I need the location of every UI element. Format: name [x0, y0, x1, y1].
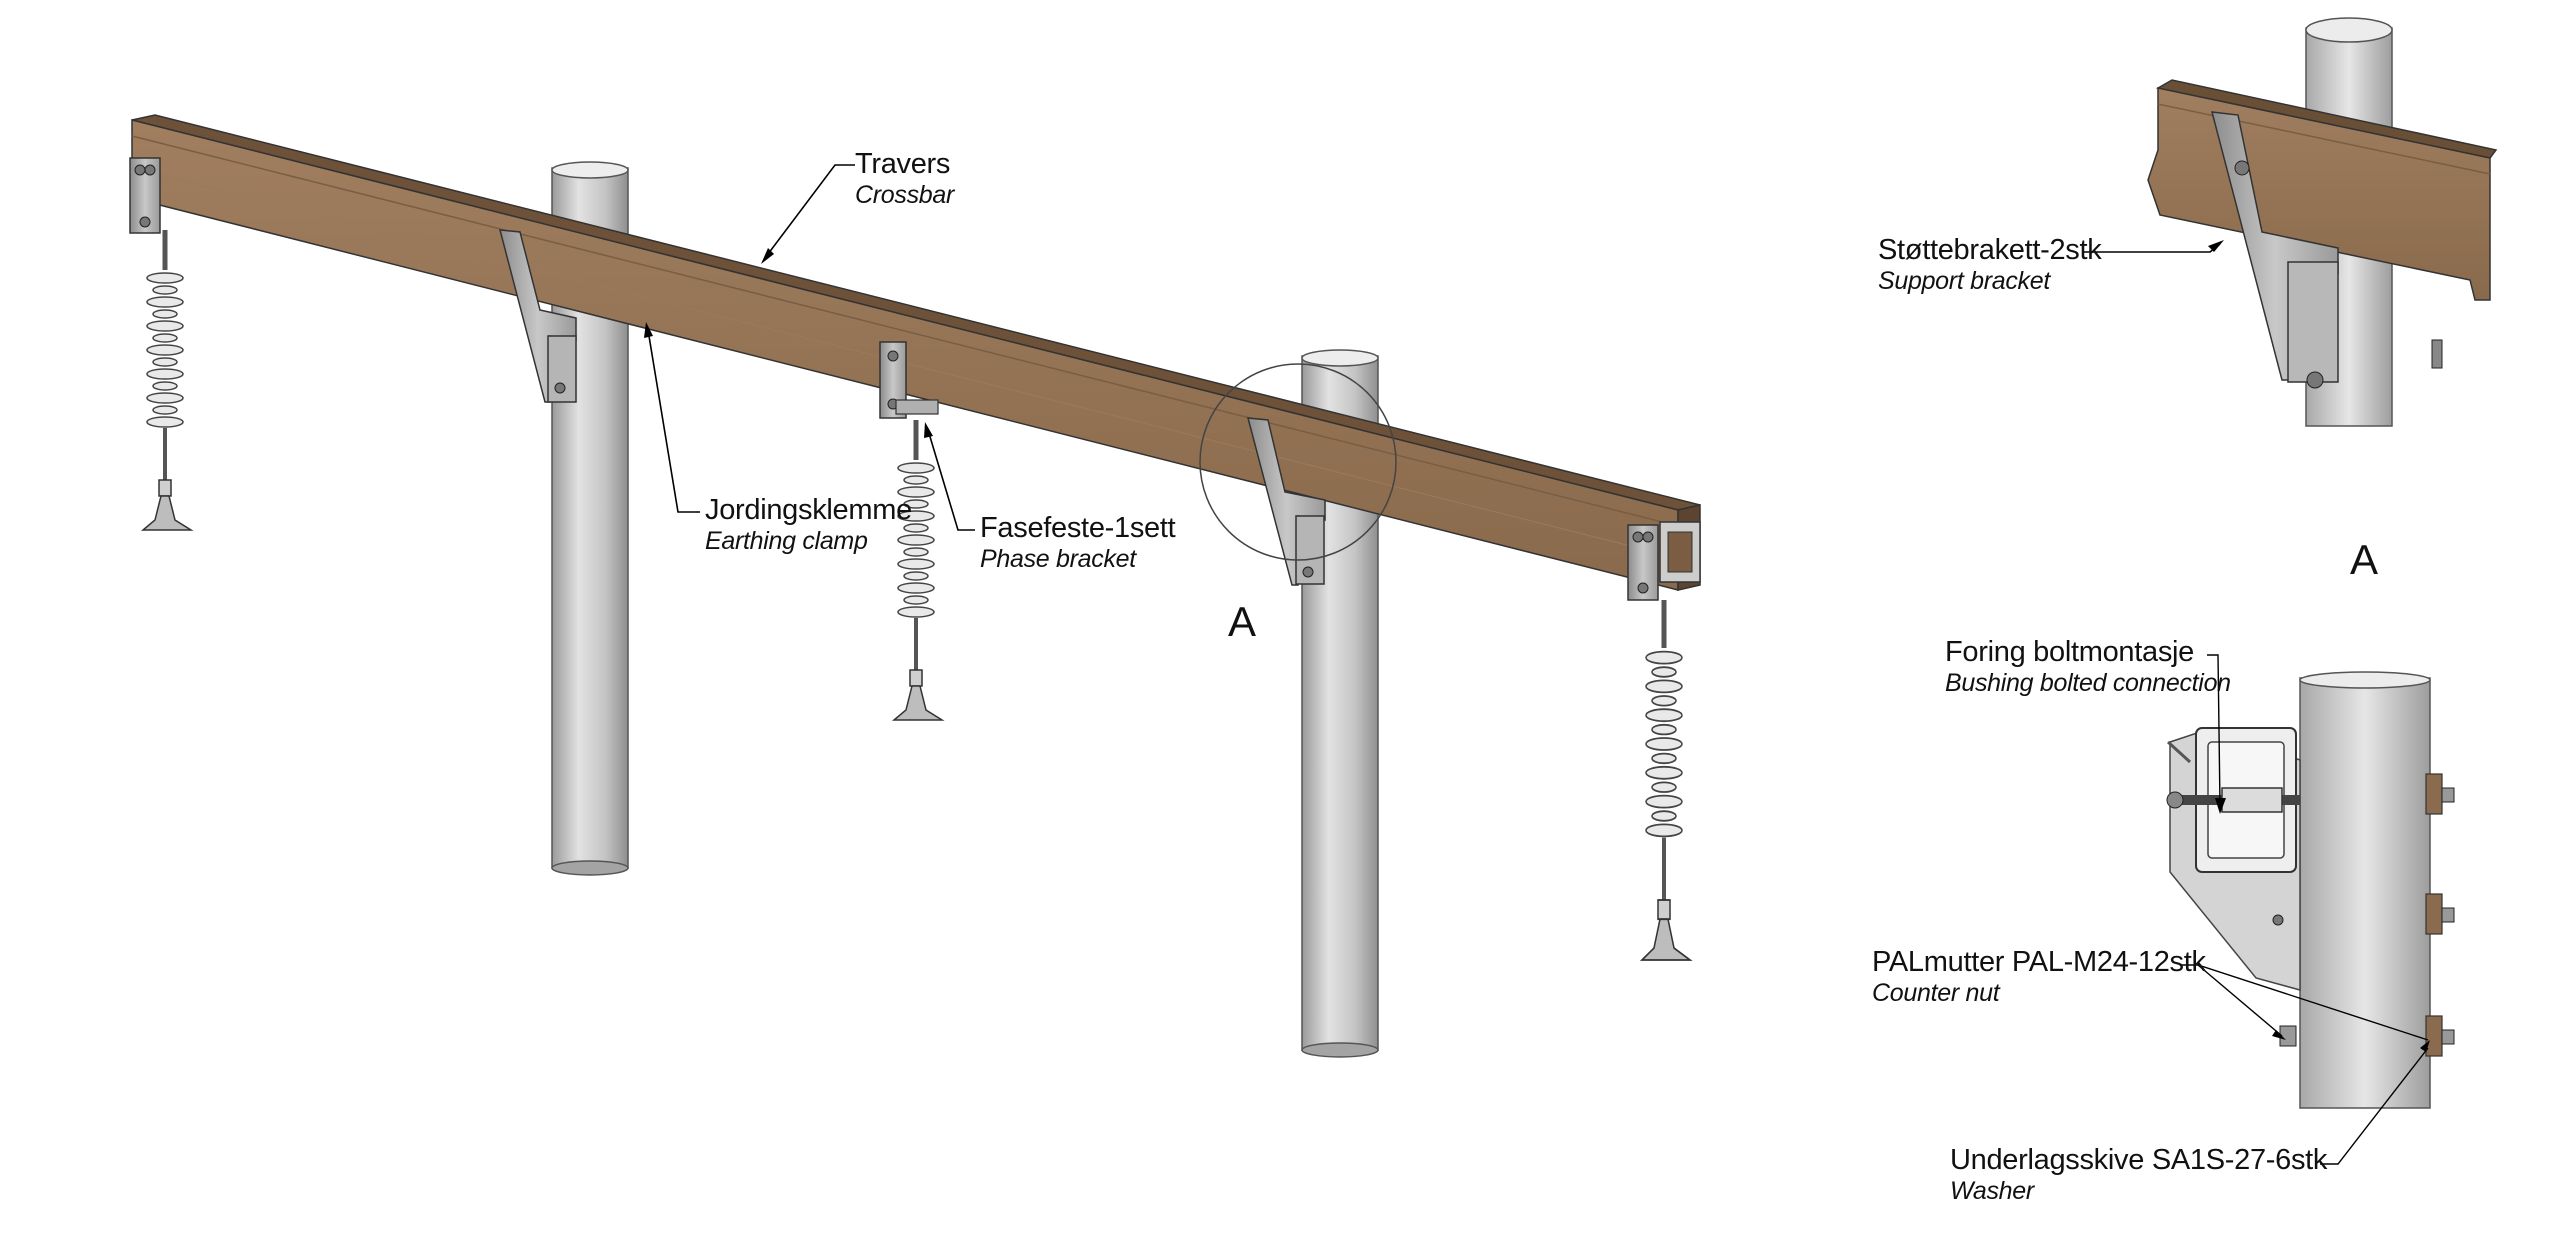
label-palmutter-main: PALmutter PAL-M24-12stk [1872, 946, 2206, 978]
insulator-right [1642, 600, 1690, 960]
label-travers-main: Travers [855, 148, 951, 180]
label-foring: Foring boltmontasje Bushing bolted conne… [1945, 636, 2231, 698]
end-bracket-right [1627, 524, 1659, 601]
label-travers-sub: Crossbar [855, 181, 955, 210]
support-bracket-right [1246, 417, 1326, 586]
arrowheads-main [644, 248, 933, 438]
detail-support-bracket [2082, 17, 2498, 427]
detail-circle-a [1199, 363, 1397, 561]
label-jordingsklemme-sub: Earthing clamp [705, 527, 868, 556]
label-stottebrakett-sub: Support bracket [1878, 267, 2050, 296]
detail-bolted-connection [2166, 654, 2455, 1165]
phase-bracket [879, 341, 939, 419]
insulator-middle [894, 420, 942, 720]
label-jordingsklemme-main: Jordingsklemme [705, 494, 912, 526]
label-jordingsklemme: Jordingsklemme Earthing clamp [705, 494, 912, 556]
label-fasefeste-main: Fasefeste-1sett [980, 512, 1176, 544]
detail-marker-a: A [1228, 598, 1257, 645]
label-underlagsskive-main: Underlagsskive SA1S-27-6stk [1950, 1144, 2328, 1176]
support-bracket-left [499, 229, 577, 403]
label-fasefeste: Fasefeste-1sett Phase bracket [980, 512, 1176, 574]
label-foring-sub: Bushing bolted connection [1945, 669, 2231, 698]
label-palmutter: PALmutter PAL-M24-12stk Counter nut [1872, 946, 2206, 1008]
end-bracket-left [129, 157, 161, 234]
label-travers: Travers Crossbar [855, 148, 954, 210]
label-underlagsskive: Underlagsskive SA1S-27-6stk Washer [1950, 1144, 2327, 1206]
label-palmutter-sub: Counter nut [1872, 979, 2000, 1008]
label-underlagsskive-sub: Washer [1950, 1177, 2034, 1206]
label-foring-main: Foring boltmontasje [1945, 636, 2194, 668]
leader-lines-main [647, 164, 975, 531]
label-stottebrakett: Støttebrakett-2stk Support bracket [1878, 234, 2102, 296]
label-fasefeste-sub: Phase bracket [980, 545, 1136, 574]
label-stottebrakett-main: Støttebrakett-2stk [1878, 234, 2102, 266]
insulator-left [143, 230, 191, 530]
detail-title-a: A [2350, 536, 2379, 583]
